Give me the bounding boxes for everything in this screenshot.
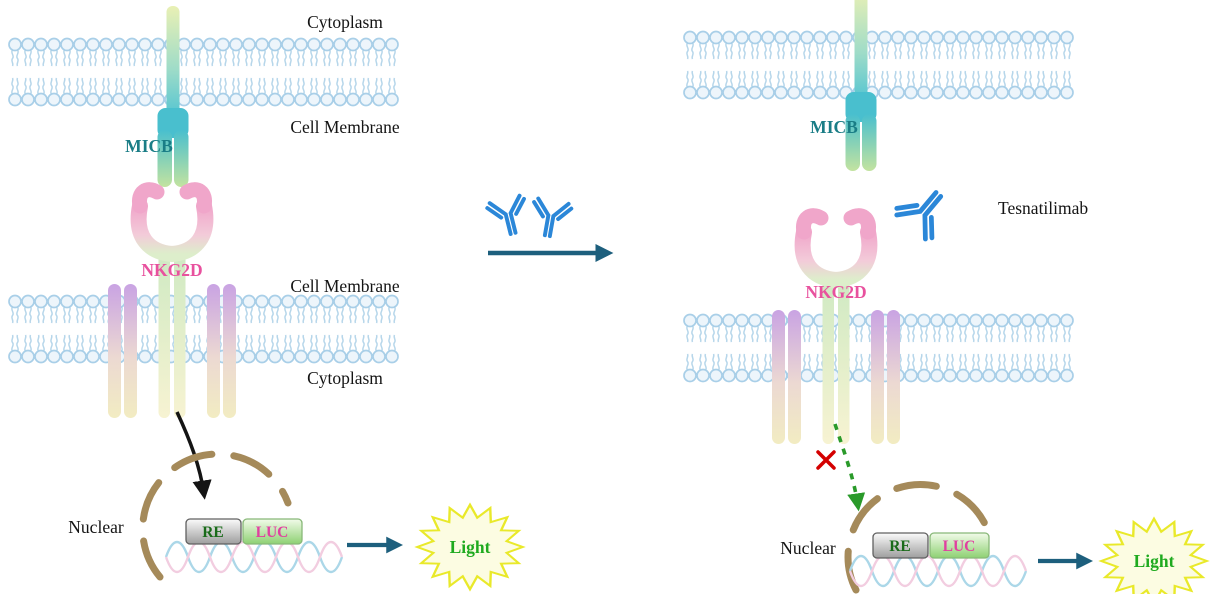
nuclear-envelope-right xyxy=(844,481,989,594)
cytoplasm-label-bottom-left: Cytoplasm xyxy=(307,368,383,388)
lipid-bilayer-bottom-left xyxy=(9,296,398,363)
blocked-x-icon xyxy=(816,450,836,470)
dna-helix-left xyxy=(164,540,344,574)
luc-box-right xyxy=(929,532,990,559)
luc-box-left xyxy=(242,518,303,545)
nuclear-label-right: Nuclear xyxy=(780,538,836,558)
tesnatilimab-antibody-icon xyxy=(893,180,955,242)
nuclear-label-left: Nuclear xyxy=(68,517,124,537)
re-box-right xyxy=(872,532,929,559)
antibody-icon-1 xyxy=(484,192,534,240)
luc-label-left: LUC xyxy=(256,524,289,541)
lipid-bilayer-top-right xyxy=(684,32,1073,99)
nkg2d-label-right: NKG2D xyxy=(805,282,866,302)
light-label-right: Light xyxy=(1134,551,1175,571)
antibody-icon-2 xyxy=(526,195,575,241)
cell-membrane-label-bottom-left: Cell Membrane xyxy=(290,276,400,296)
luc-label-right: LUC xyxy=(943,538,976,555)
micb-label-left: MICB xyxy=(125,136,173,156)
re-label-left: RE xyxy=(202,524,224,541)
signal-arrow-left xyxy=(175,411,212,500)
re-label-right: RE xyxy=(889,538,911,555)
light-label-left: Light xyxy=(450,537,491,557)
nkg2d-label-left: NKG2D xyxy=(141,260,202,280)
nuclear-envelope-left xyxy=(139,450,292,581)
tesnatilimab-label: Tesnatilimab xyxy=(998,198,1088,218)
cytoplasm-label-top-left: Cytoplasm xyxy=(307,12,383,32)
lipid-bilayer-top-left xyxy=(9,39,398,106)
re-box-left xyxy=(185,518,242,545)
blocked-signal-arrow xyxy=(833,423,866,512)
micb-protein-right xyxy=(845,0,877,171)
micb-label-right: MICB xyxy=(810,117,858,137)
cell-membrane-label-top-left: Cell Membrane xyxy=(290,117,400,137)
dna-helix-right xyxy=(848,554,1028,588)
